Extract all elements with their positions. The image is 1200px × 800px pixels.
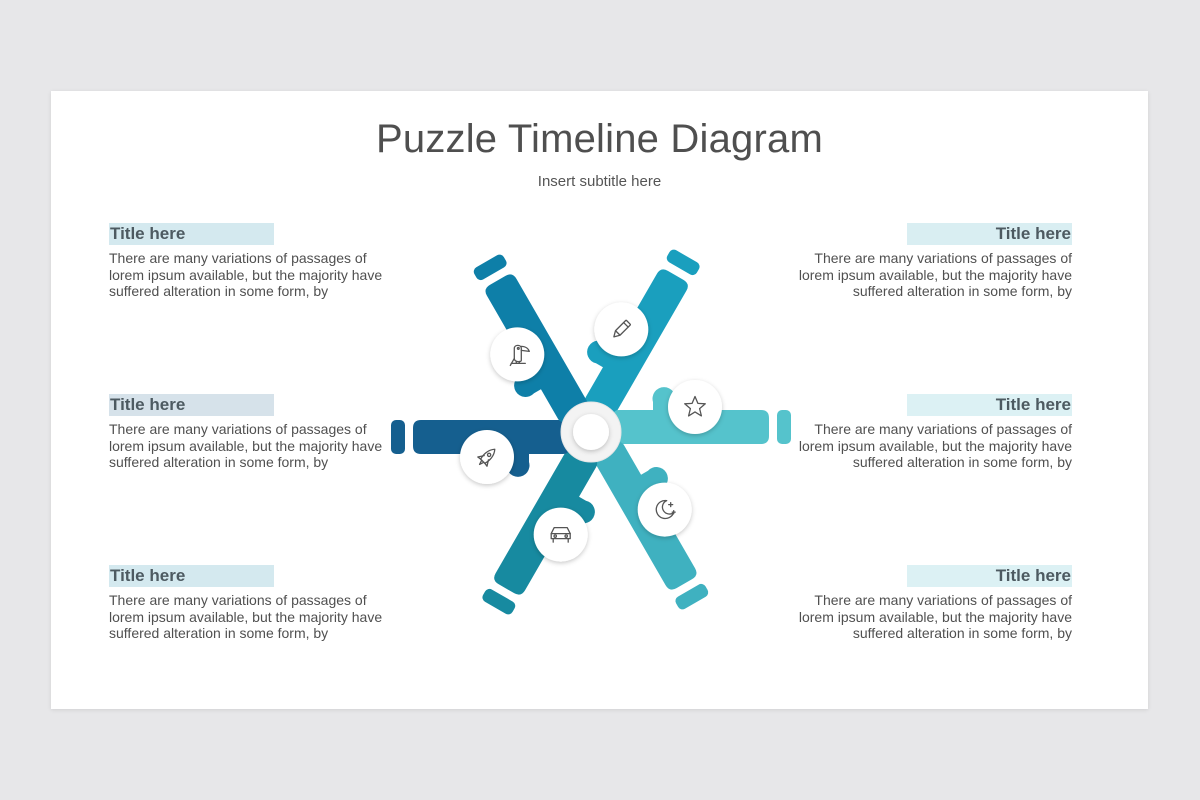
block-title: Title here [907,223,1072,245]
block-text: There are many variations of passages of… [109,421,383,471]
text-block-left-2: Title here There are many variations of … [109,394,389,471]
page-title: Puzzle Timeline Diagram [376,117,823,161]
puzzle-end-cap [777,410,791,444]
puzzle-end-cap [391,420,405,454]
puzzle-end-cap [473,254,507,281]
puzzle-end-cap [482,588,516,615]
puzzle-end-cap [666,249,700,276]
icon-badge-2 [668,380,722,434]
block-title: Title here [109,394,274,416]
block-text: There are many variations of passages of… [109,250,383,300]
icon-badge-5 [460,430,514,484]
block-title: Title here [907,565,1072,587]
toucan-icon [509,344,530,367]
page-subtitle: Insert subtitle here [537,173,662,190]
block-text: There are many variations of passages of… [798,592,1072,642]
slide: Puzzle Timeline Diagram Insert subtitle … [51,91,1148,709]
text-block-left-1: Title here There are many variations of … [109,223,389,300]
block-text: There are many variations of passages of… [798,421,1072,471]
text-block-left-3: Title here There are many variations of … [109,565,389,642]
moon-stars-icon [655,499,676,520]
block-title: Title here [109,565,274,587]
icon-badge-3 [637,482,692,537]
car-icon [550,526,571,543]
block-title: Title here [907,394,1072,416]
block-title: Title here [109,223,274,245]
block-text: There are many variations of passages of… [798,250,1072,300]
block-text: There are many variations of passages of… [109,592,383,642]
icon-badge-4 [533,507,588,562]
icon-badge-1 [594,302,649,357]
text-block-right-2: Title here There are many variations of … [792,394,1072,471]
text-block-right-3: Title here There are many variations of … [792,565,1072,642]
pencil-icon [613,319,631,338]
text-block-right-1: Title here There are many variations of … [792,223,1072,300]
star-icon [684,395,706,417]
puzzle-end-cap [675,583,709,610]
icon-badge-6 [490,327,545,382]
center-hub [560,401,622,463]
rocket-icon [477,448,496,467]
